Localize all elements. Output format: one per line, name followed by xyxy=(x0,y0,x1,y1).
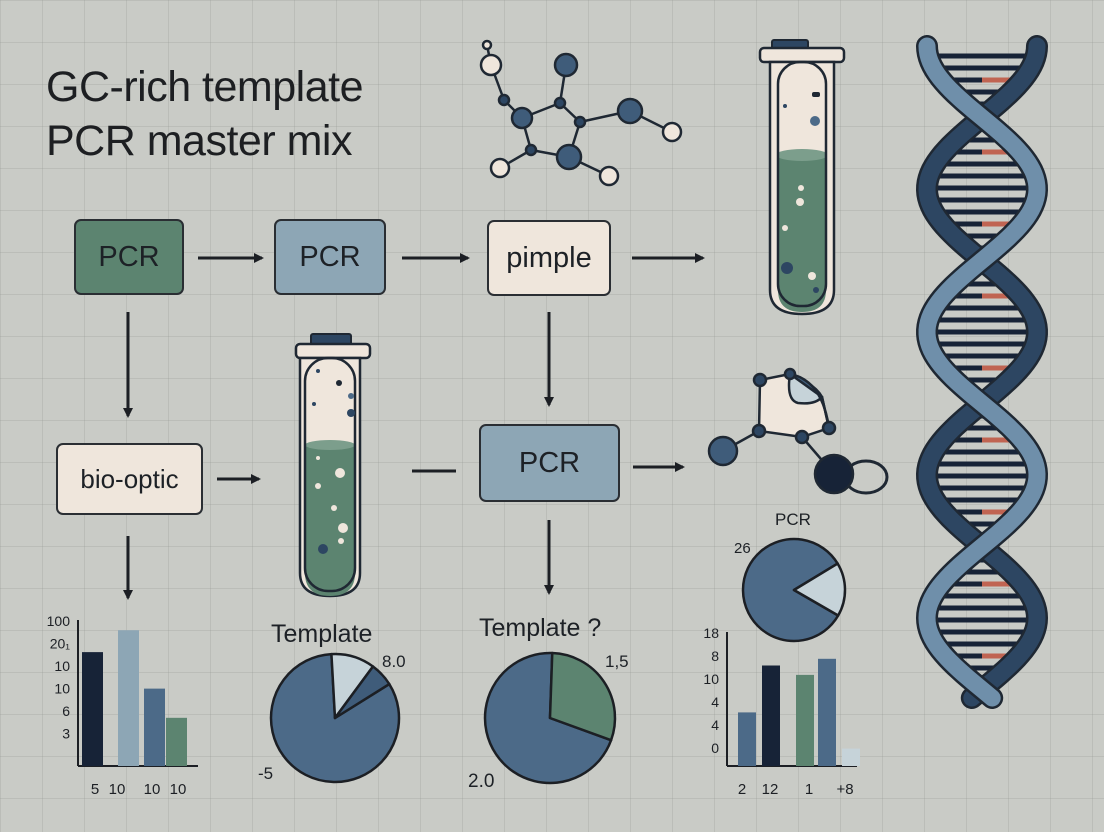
flow-box-pcr-3: PCR xyxy=(479,424,620,502)
x-tick-label: +8 xyxy=(836,781,853,798)
pie-chart-3-label: 26 xyxy=(734,540,751,557)
flow-box-label: PCR xyxy=(98,240,160,273)
pie-chart-2-title: Template ? xyxy=(479,614,602,642)
x-tick-label: 10 xyxy=(144,781,161,798)
flow-box-label: PCR xyxy=(299,240,361,273)
flow-box-pcr-1: PCR xyxy=(74,219,184,295)
x-tick-label: 10 xyxy=(170,781,187,798)
pie-chart-1-title: Template xyxy=(271,620,373,648)
flow-box-bio-optic: bio-optic xyxy=(56,443,203,515)
bar xyxy=(762,665,780,766)
y-tick-label: 18 xyxy=(703,625,719,641)
x-tick-label: 1 xyxy=(805,781,813,798)
bar xyxy=(144,688,165,766)
flow-box-label: PCR xyxy=(518,446,581,479)
pie-slice xyxy=(741,537,840,643)
y-tick-label: 4 xyxy=(711,717,719,733)
pie-chart-2-label: 1,5 xyxy=(605,652,629,671)
title-line-1: GC-rich template xyxy=(46,63,363,111)
pie-slice xyxy=(792,562,847,617)
test-tube-icon xyxy=(758,39,846,316)
y-tick-label: 10 xyxy=(54,658,70,674)
pie-chart-1-label: -5 xyxy=(258,764,274,783)
y-tick-label: 10 xyxy=(54,681,70,697)
bar xyxy=(842,748,860,766)
pie-chart-2 xyxy=(483,651,617,785)
pie-chart-1-label: 8.0 xyxy=(382,652,406,671)
bar-chart-2: 18 8 10 4 4 0 2 12 1 +8 xyxy=(703,625,860,798)
x-tick-label: 2 xyxy=(738,781,746,798)
pie-chart-1 xyxy=(269,652,401,784)
bar xyxy=(796,674,814,766)
y-tick-label: 10 xyxy=(703,671,719,687)
page-title: GC-rich template PCR master mix xyxy=(46,60,363,168)
dna-strand xyxy=(918,37,1046,707)
pie-chart-3 xyxy=(741,537,847,643)
bar-chart-1: 100 20₁ 10 10 6 3 5 10 10 10 xyxy=(47,613,198,798)
flow-box-label: pimple xyxy=(506,241,592,274)
pie-slice xyxy=(483,651,613,785)
flow-box-label: bio-optic xyxy=(80,463,179,494)
test-tube-icon xyxy=(294,333,372,598)
y-tick-label: 20₁ xyxy=(50,636,71,652)
dna-strand xyxy=(918,37,1046,707)
bar xyxy=(738,712,756,766)
y-tick-label: 4 xyxy=(711,694,719,710)
x-tick-label: 12 xyxy=(762,781,779,798)
molecule-icon xyxy=(479,39,683,187)
pie-chart-3-title: PCR xyxy=(775,510,811,529)
bar xyxy=(818,658,836,766)
pie-slice xyxy=(333,665,391,720)
molecule-icon xyxy=(707,367,889,495)
x-tick-label: 10 xyxy=(109,781,126,798)
bar xyxy=(118,630,139,766)
flow-box-pimple: pimple xyxy=(487,220,611,296)
pie-chart-2-label: 2.0 xyxy=(468,771,495,792)
bar xyxy=(82,652,103,766)
dna-helix-icon xyxy=(915,35,1049,709)
y-tick-label: 3 xyxy=(62,726,70,742)
y-tick-label: 6 xyxy=(62,703,70,719)
flow-box-pcr-2: PCR xyxy=(274,219,386,295)
y-tick-label: 8 xyxy=(711,648,719,664)
bar xyxy=(166,717,187,766)
x-tick-label: 5 xyxy=(91,781,99,798)
title-line-2: PCR master mix xyxy=(46,117,352,165)
y-tick-label: 100 xyxy=(47,613,71,629)
y-tick-label: 0 xyxy=(711,740,719,756)
pie-slice xyxy=(548,651,617,742)
